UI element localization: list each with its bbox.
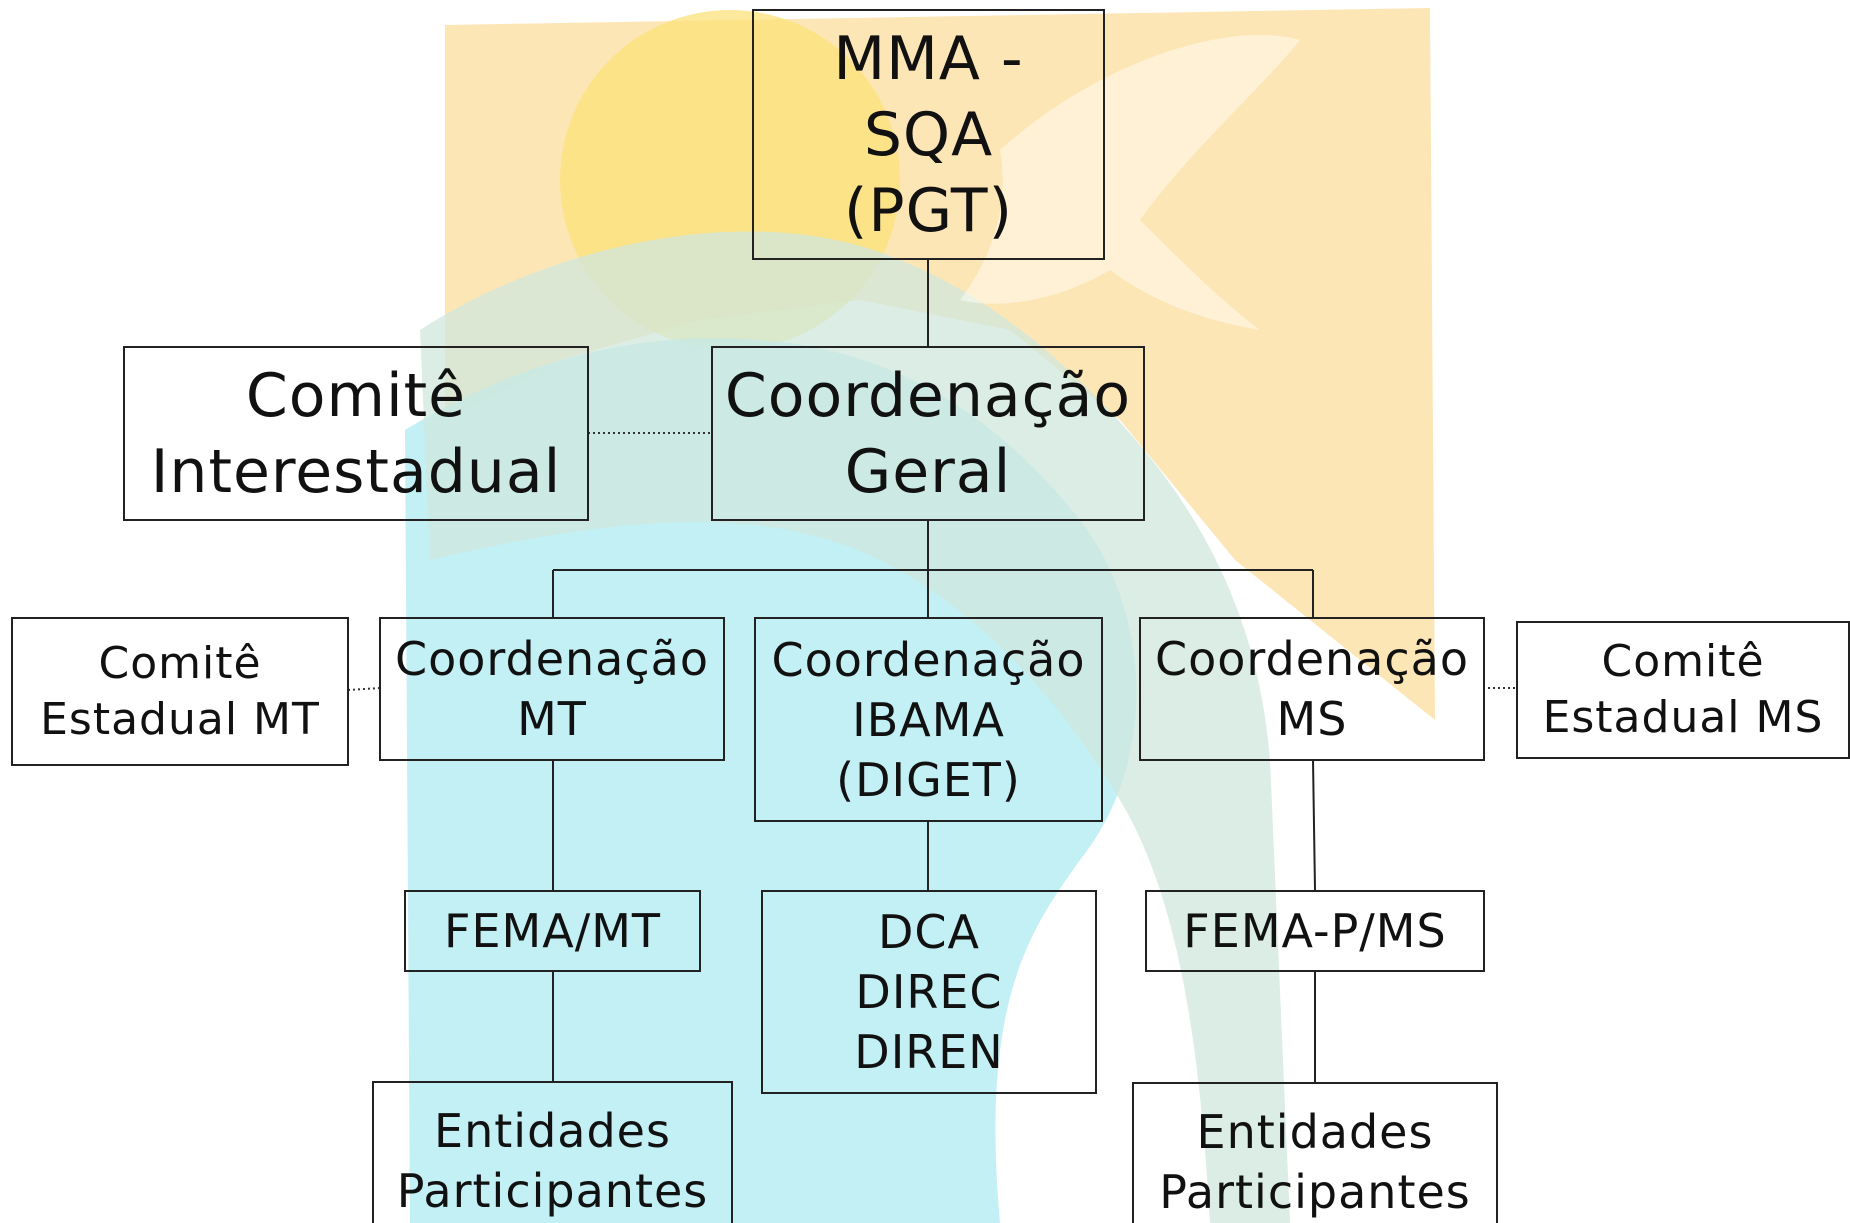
node-line: Entidades	[1196, 1105, 1434, 1159]
node-dca-direc-diren: DCA DIREC DIREN	[761, 890, 1097, 1094]
node-line: Comitê	[98, 637, 262, 689]
node-coordenacao-ibama: Coordenação IBAMA (DIGET)	[754, 617, 1103, 822]
node-coordenacao-geral: Coordenação Geral	[711, 346, 1145, 521]
node-comite-estadual-ms: Comitê Estadual MS	[1516, 621, 1850, 759]
node-coordenacao-mt: Coordenação MT	[379, 617, 725, 761]
node-line: Comitê	[245, 360, 467, 431]
node-line: Coordenação	[1155, 632, 1469, 686]
node-line: DIREC	[855, 965, 1003, 1019]
node-line: MS	[1276, 692, 1348, 746]
node-line: Participantes	[396, 1164, 709, 1218]
node-comite-estadual-mt: Comitê Estadual MT	[11, 617, 349, 766]
node-line: (DIGET)	[836, 752, 1021, 807]
node-line: Coordenação	[771, 632, 1086, 687]
node-comite-interestadual: Comitê Interestadual	[123, 346, 589, 521]
node-line: MMA -	[833, 23, 1024, 94]
watermark-bird-silhouette	[960, 34, 1300, 331]
node-line: DCA	[877, 905, 980, 959]
node-line: Estadual MT	[40, 693, 320, 745]
node-coordenacao-ms: Coordenação MS	[1139, 617, 1485, 761]
node-line: Geral	[844, 436, 1012, 507]
watermark-teal-wave	[420, 231, 1290, 1223]
node-line: Coordenação	[724, 360, 1132, 431]
edge-comite-mt-coord-mt	[347, 687, 381, 691]
node-line: Interestadual	[150, 436, 562, 507]
node-line: IBAMA	[852, 692, 1005, 747]
node-line: Coordenação	[395, 632, 709, 686]
node-entidades-participantes-ms: Entidades Participantes	[1132, 1082, 1498, 1223]
node-line: FEMA-P/MS	[1183, 904, 1447, 958]
edge-coord-ms-fema-ms	[1312, 759, 1316, 891]
node-line: Entidades	[434, 1104, 671, 1158]
node-line: (PGT)	[843, 175, 1013, 246]
node-line: FEMA/MT	[444, 904, 661, 958]
node-fema-p-ms: FEMA-P/MS	[1145, 890, 1485, 972]
node-line: MT	[517, 692, 587, 746]
node-line: SQA	[863, 99, 994, 170]
node-line: DIREN	[854, 1025, 1004, 1079]
node-line: Participantes	[1159, 1165, 1471, 1219]
node-line: Estadual MS	[1542, 692, 1824, 743]
node-mma-sqa-pgt: MMA - SQA (PGT)	[752, 9, 1105, 260]
node-fema-mt: FEMA/MT	[404, 890, 701, 972]
node-line: Comitê	[1601, 636, 1765, 687]
node-entidades-participantes-mt: Entidades Participantes	[372, 1081, 733, 1223]
